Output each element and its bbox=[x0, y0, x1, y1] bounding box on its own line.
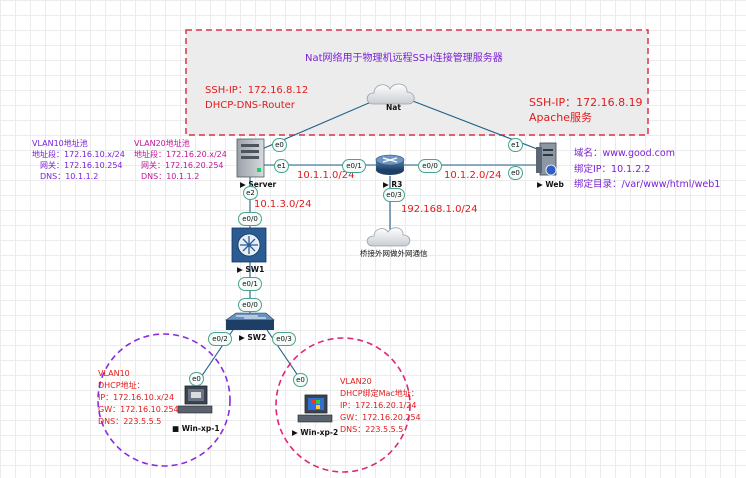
port-web-e1: e1 bbox=[508, 138, 523, 152]
port-r3-e03: e0/3 bbox=[383, 188, 405, 202]
server-device bbox=[236, 138, 265, 178]
bridge-cloud bbox=[366, 227, 411, 247]
vlan20-pool-segment: 地址段：172.16.20.x/24 bbox=[134, 150, 227, 159]
pc1-dhcp: DHCP地址： bbox=[98, 381, 145, 390]
web-label: ▶ Web bbox=[537, 180, 564, 189]
vlan10-pool-gateway: 网关：172.16.10.254 bbox=[40, 161, 123, 170]
vlan10-circle bbox=[97, 333, 231, 467]
network-10-1-1: 10.1.1.0/24 bbox=[297, 170, 355, 181]
pc1-dns: DNS：223.5.5.5 bbox=[98, 417, 162, 426]
vlan20-circle bbox=[275, 337, 411, 473]
pc2-dhcp: DHCP绑定Mac地址： bbox=[340, 389, 419, 398]
sw1-label: ▶ SW1 bbox=[237, 265, 265, 274]
network-10-1-3: 10.1.3.0/24 bbox=[254, 199, 312, 210]
port-sw1-e01: e0/1 bbox=[238, 277, 262, 291]
winxp2-label-text: Win-xp-2 bbox=[300, 428, 339, 437]
pc1-gw: GW：172.16.10.254 bbox=[98, 405, 179, 414]
server-label: ▶ Server bbox=[240, 180, 277, 189]
port-r3-e01: e0/1 bbox=[342, 159, 366, 173]
server-label-text: Server bbox=[248, 180, 277, 189]
pc-winxp1-device bbox=[177, 385, 213, 414]
web-bind-dir: 绑定目录：/var/www/html/web1 bbox=[574, 179, 721, 190]
port-xp1-e0: e0 bbox=[189, 372, 204, 386]
r3-label: ▶ R3 bbox=[383, 180, 403, 189]
pc2-gw: GW：172.16.20.254 bbox=[340, 413, 421, 422]
nat-network-box bbox=[185, 29, 649, 136]
port-web-e0: e0 bbox=[508, 166, 523, 180]
winxp1-label: ■ Win-xp-1 bbox=[172, 424, 220, 433]
sw1-label-text: SW1 bbox=[245, 265, 265, 274]
vlan20-pool-dns: DNS：10.1.1.2 bbox=[141, 172, 200, 181]
port-sw2-e02: e0/2 bbox=[208, 332, 232, 346]
pc1-vlan: VLAN10 bbox=[98, 369, 130, 378]
web-server-device bbox=[536, 142, 557, 176]
web-service: Apache服务 bbox=[529, 111, 593, 124]
vlan10-pool-segment: 地址段：172.16.10.x/24 bbox=[32, 150, 125, 159]
web-ssh-ip: SSH-IP：172.16.8.19 bbox=[529, 96, 643, 109]
winxp2-label: ▶ Win-xp-2 bbox=[292, 428, 339, 437]
port-sw2-e00: e0/0 bbox=[238, 298, 262, 312]
nat-cloud-label: Nat bbox=[386, 103, 401, 112]
sw2-label: ▶ SW2 bbox=[239, 333, 267, 342]
r3-label-text: R3 bbox=[391, 180, 403, 189]
port-server-e1: e1 bbox=[274, 159, 289, 173]
network-192-168-1: 192.168.1.0/24 bbox=[401, 204, 478, 215]
port-server-e0: e0 bbox=[272, 138, 287, 152]
vlan10-pool-title: VLAN10地址池 bbox=[32, 139, 88, 148]
nat-box-title: Nat网络用于物理机远程SSH连接管理服务器 bbox=[305, 53, 503, 64]
pc2-ip: IP：172.16.20.1/24 bbox=[340, 401, 417, 410]
port-server-e2: e2 bbox=[243, 186, 258, 200]
router-r3 bbox=[375, 154, 405, 175]
sw1-device bbox=[231, 227, 267, 263]
port-xp2-e0: e0 bbox=[293, 373, 308, 387]
web-domain: 域名：www.good.com bbox=[574, 148, 675, 159]
winxp1-label-text: Win-xp-1 bbox=[181, 424, 220, 433]
bridge-cloud-label: 桥接外网做外网通信 bbox=[360, 249, 428, 258]
nat-cloud bbox=[366, 83, 415, 105]
router-ssh-ip: SSH-IP：172.16.8.12 bbox=[205, 85, 309, 96]
web-label-text: Web bbox=[545, 180, 564, 189]
pc2-vlan: VLAN20 bbox=[340, 377, 372, 386]
router-role: DHCP-DNS-Router bbox=[205, 100, 295, 111]
vlan20-pool-title: VLAN20地址池 bbox=[134, 139, 190, 148]
port-sw2-e03: e0/3 bbox=[272, 332, 296, 346]
port-sw1-e00: e0/0 bbox=[238, 212, 262, 226]
sw2-label-text: SW2 bbox=[247, 333, 267, 342]
pc2-dns: DNS：223.5.5.5 bbox=[340, 425, 404, 434]
vlan20-pool-gateway: 网关：172.16.20.254 bbox=[141, 161, 224, 170]
network-10-1-2: 10.1.2.0/24 bbox=[444, 170, 502, 181]
vlan10-pool-dns: DNS：10.1.1.2 bbox=[40, 172, 99, 181]
pc1-ip: IP：172.16.10.x/24 bbox=[98, 393, 175, 402]
web-bind-ip: 绑定IP：10.1.2.2 bbox=[574, 164, 651, 175]
pc-winxp2-device bbox=[297, 394, 333, 423]
port-r3-e00: e0/0 bbox=[418, 159, 442, 173]
sw2-device bbox=[225, 312, 275, 330]
